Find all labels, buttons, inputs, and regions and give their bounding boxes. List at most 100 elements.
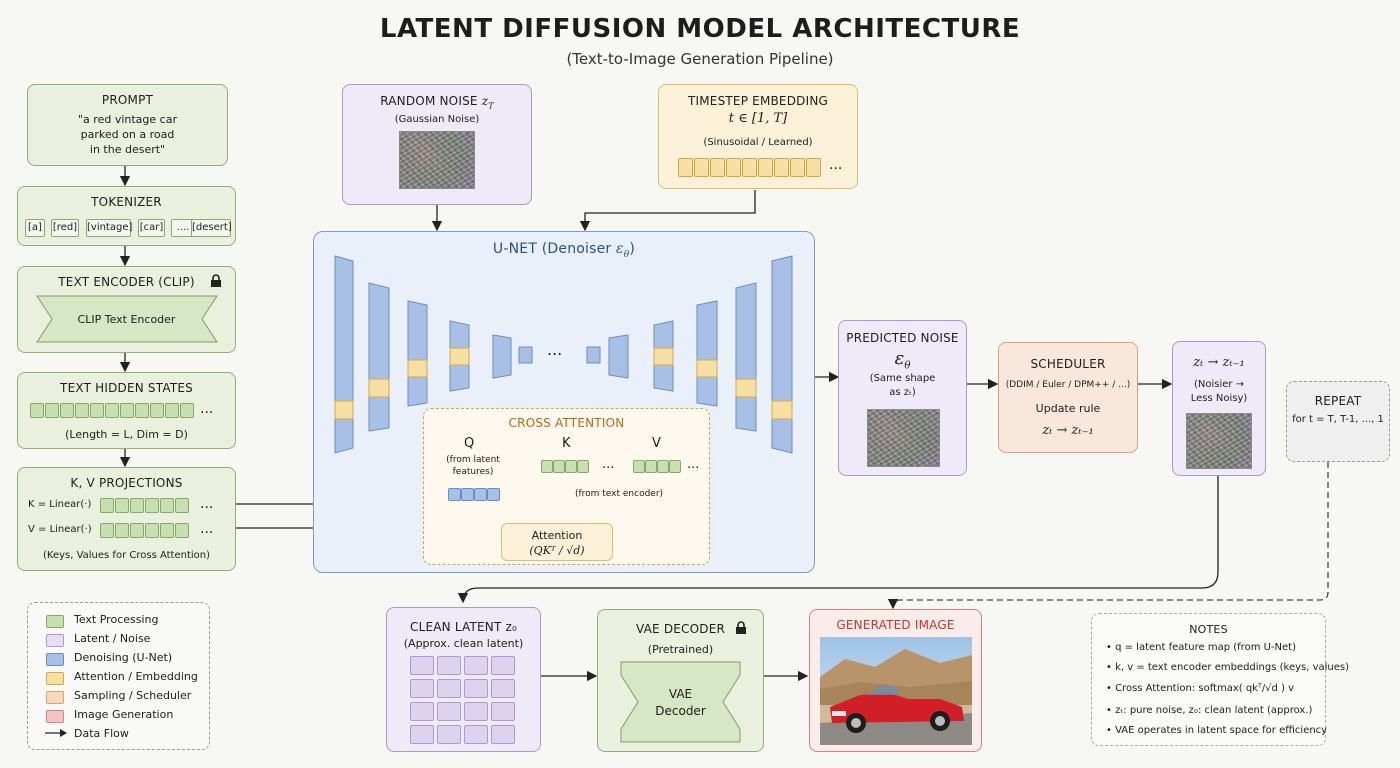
legend-label: Denoising (U-Net) [74,651,173,664]
v-cell [175,523,189,538]
tokenizer-box: TOKENIZER [a] [red] [vintage] [car] ....… [17,186,236,246]
timestep-caption: (Sinusoidal / Learned) [703,137,813,148]
decoder-block [696,300,718,407]
attention-slot [334,400,354,420]
legend-label: Text Processing [74,613,159,626]
hidden-state-cell [105,403,119,418]
bottleneck-block [518,346,533,364]
step-box: zₜ → zₜ₋₁ (Noisier → Less Noisy) [1172,341,1266,476]
cross-attention-title: CROSS ATTENTION [508,416,625,430]
legend-swatch [46,710,64,723]
legend-flow-label: Data Flow [74,727,129,740]
unet-sub: θ [623,249,630,260]
attention-slot [653,347,674,366]
prompt-box: PROMPT "a red vintage car parked on a ro… [27,84,228,166]
k-cell [115,498,129,513]
attention-slot [735,378,757,398]
hidden-state-cell [75,403,89,418]
step-caption-2: Less Noisy) [1190,393,1248,404]
legend-label: Latent / Noise [74,632,151,645]
scheduler-title: SCHEDULER [1030,357,1106,371]
token: [red] [51,219,79,237]
prompt-line-3: in the desert" [89,143,166,156]
hidden-state-cell [120,403,134,418]
q-caption-line: (from latent [446,455,500,465]
v-cell [145,523,159,538]
latent-cell [410,725,434,744]
timestep-cell [694,158,709,177]
text-encoder-box: TEXT ENCODER (CLIP) CLIP Text Encoder [17,266,236,353]
latent-cell [464,702,488,721]
text-encoder-inner: CLIP Text Encoder [77,313,176,326]
predicted-noise-caption-1: (Same shape [869,373,936,384]
attention-slot [407,359,428,378]
vae-inner-1: VAE [668,687,693,701]
k-cell [100,498,114,513]
latent-cell [491,679,515,698]
latent-cell [410,702,434,721]
prompt-title: PROMPT [101,93,154,107]
k-attn-cell [565,460,577,473]
v-cell [130,523,144,538]
prompt-line-1: "a red vintage car [78,113,177,126]
note-item: • VAE operates in latent space for effic… [1106,725,1328,736]
unet-dots: ... [547,340,563,359]
lock-icon [736,621,746,634]
encoder-block [492,334,512,379]
step-formula: zₜ → zₜ₋₁ [1193,355,1245,370]
text-encoder-title: TEXT ENCODER (CLIP) [58,275,195,289]
hidden-state-cell [150,403,164,418]
kv-title: K, V PROJECTIONS [70,476,183,490]
legend-label: Sampling / Scheduler [74,689,192,702]
repeat-box: REPEAT for t = T, T-1, ..., 1 [1286,381,1390,462]
scheduler-rule: Update rule [1035,402,1101,415]
unet-blocks [334,255,793,454]
k-attn-cell [577,460,589,473]
latent-cell [410,656,434,675]
attention-label: Attention [531,529,583,542]
clean-latent-title: CLEAN LATENT z₀ [409,620,518,634]
note-item: • Cross Attention: softmax( qkᵀ/√d ) v [1106,683,1295,694]
decoder-block [735,282,757,432]
generated-image-box: GENERATED IMAGE [809,609,982,752]
encoder-block [407,300,428,407]
k-cell [175,498,189,513]
random-noise-sub: T [488,101,494,111]
legend-swatch [46,691,64,704]
flow-arrow-icon [45,729,67,737]
v-cell [100,523,114,538]
step-noise-image [1186,413,1252,469]
page-subtitle: (Text-to-Image Generation Pipeline) [566,50,834,68]
unet-label: U-NET (Denoiser [492,241,617,257]
epsilon: ε [894,348,905,369]
legend-label: Attention / Embedding [74,670,198,683]
random-noise-title: RANDOM NOISE zT [343,94,531,110]
timestep-cell [742,158,757,177]
q-label: Q [464,436,475,451]
hidden-states-ellipsis: ... [200,401,214,417]
token: [car] [138,219,165,237]
v-attn-cell [645,460,657,473]
unet-close: ) [629,241,636,257]
hidden-states-caption: (Length = L, Dim = D) [65,428,188,441]
q-cell [487,488,500,501]
hidden-state-cell [90,403,104,418]
repeat-title: REPEAT [1314,394,1362,408]
q-caption: (from latent features) [438,454,508,478]
latent-cell [491,725,515,744]
v-attn-cell [669,460,681,473]
timestep-cell [710,158,725,177]
q-cell [448,488,461,501]
attention-slot [696,359,718,378]
decoder-block [608,334,629,379]
latent-cell [464,679,488,698]
prompt-line-2: parked on a road [80,128,175,141]
legend-swatch [46,634,64,647]
timestep-cell [678,158,693,177]
encoder-block [334,255,354,454]
notes-box: NOTES • q = latent feature map (from U-N… [1091,613,1349,746]
latent-cell [464,725,488,744]
latent-cell [491,656,515,675]
v-ellipsis: ... [200,521,214,537]
lock-icon [211,274,221,287]
